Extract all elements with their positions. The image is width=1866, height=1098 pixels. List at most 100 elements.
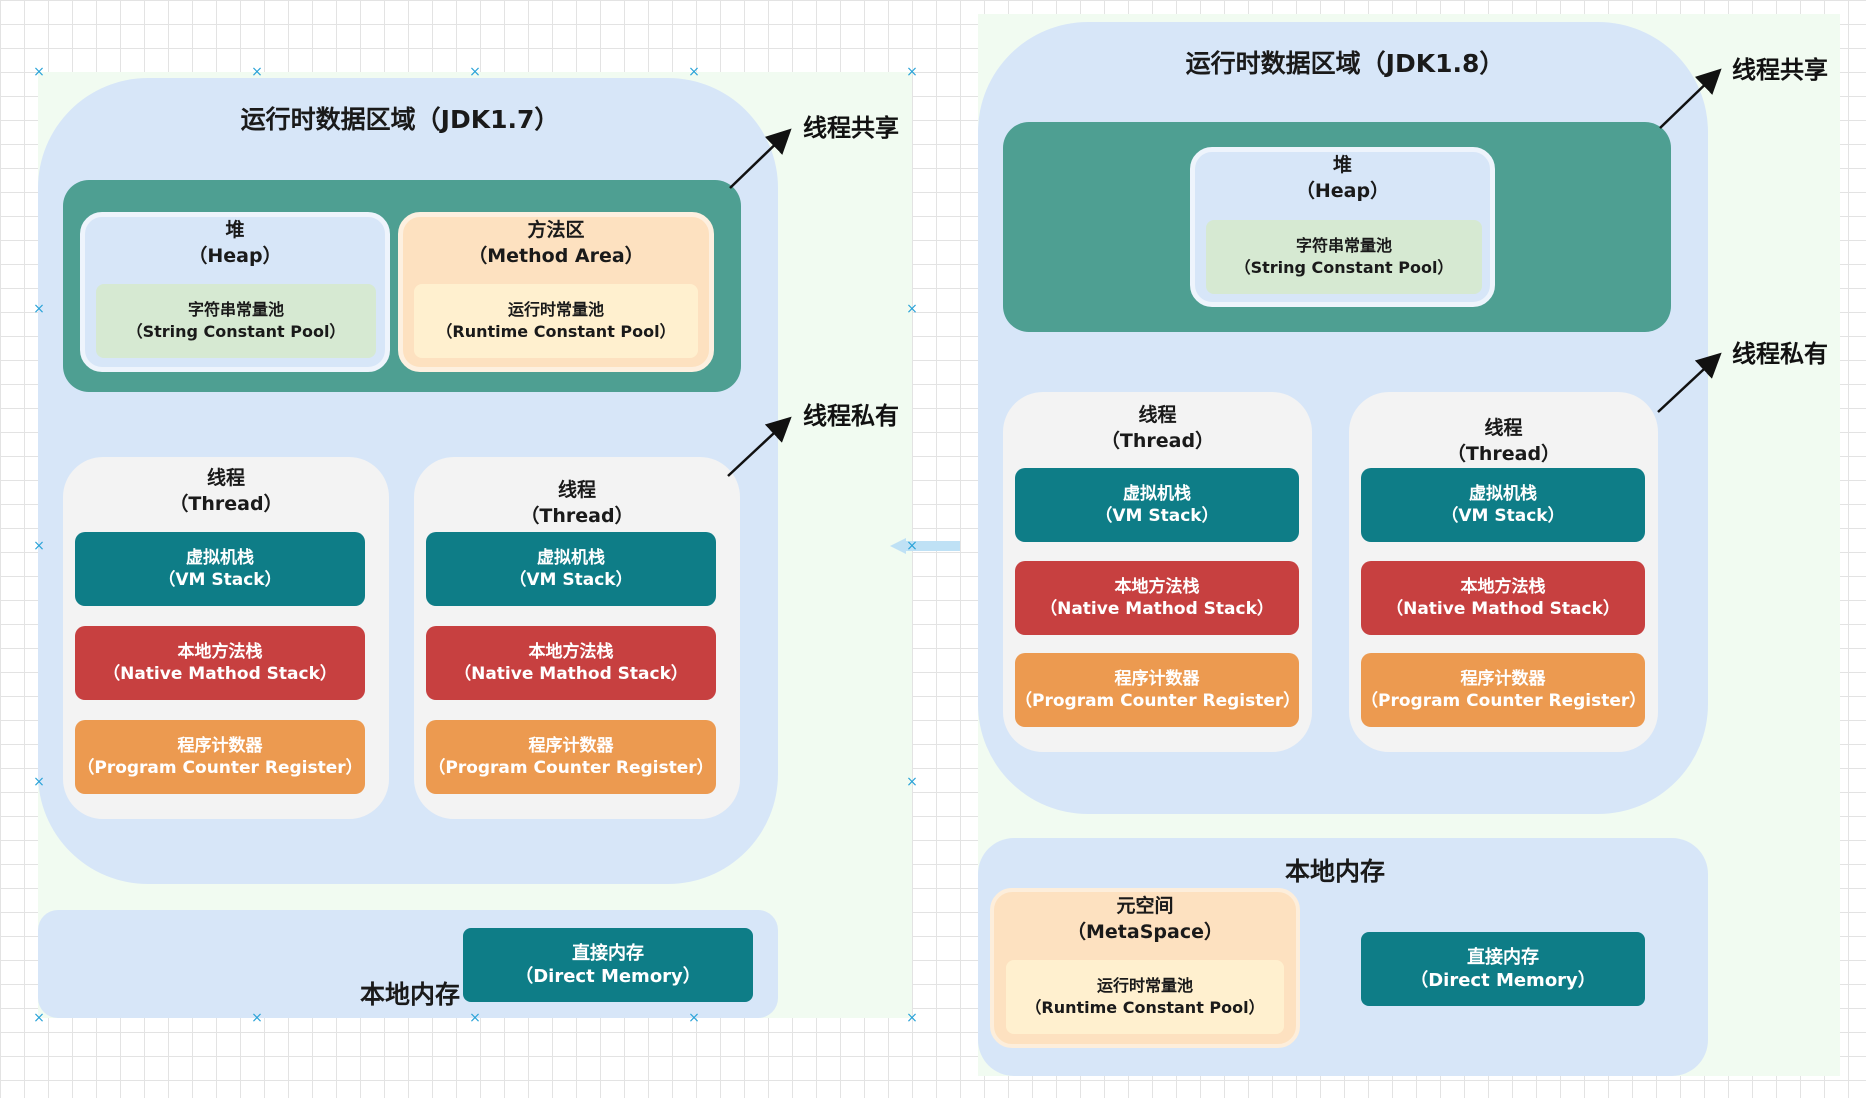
jdk18-metaspace-title: 元空间	[1116, 895, 1174, 918]
jdk18-native-memory-title: 本地内存	[1284, 857, 1385, 886]
jdk17-thread-2-vm-subtitle: （VM Stack）	[509, 570, 633, 590]
jdk18-thread-1-vm-stack: 虚拟机栈 （VM Stack）	[1015, 468, 1299, 542]
jdk18-thread-2-native-title: 本地方法栈	[1460, 576, 1546, 597]
jdk17-thread-1-pc-subtitle: （Program Counter Register）	[77, 758, 363, 778]
jdk17-heap-title: 堆	[225, 219, 245, 242]
jdk17-thread-2-subtitle: （Thread）	[520, 505, 634, 527]
jdk17-thread-2-native-subtitle: （Native Mathod Stack）	[454, 664, 688, 684]
jdk18-thread-2-vm-stack: 虚拟机栈 （VM Stack）	[1361, 468, 1645, 542]
jdk18-shared-arrow	[1659, 68, 1722, 129]
jdk17-thread-2-label: 线程 （Thread）	[414, 478, 740, 530]
jdk17-heap-subtitle: （Heap）	[188, 245, 282, 267]
jdk17-string-pool-subtitle: （String Constant Pool）	[126, 322, 346, 341]
jdk17-thread-1-title: 线程	[206, 467, 245, 490]
jdk18-string-constant-pool: 字符串常量池 （String Constant Pool）	[1206, 220, 1482, 294]
jdk17-thread-2-native-title: 本地方法栈	[528, 641, 614, 662]
jdk17-thread-1-native-title: 本地方法栈	[177, 641, 263, 662]
jdk18-runtime-title: 运行时数据区域（JDK1.8）	[1185, 49, 1505, 78]
jdk17-thread-1-pc-title: 程序计数器	[177, 735, 263, 756]
jdk18-heap-label: 堆 （Heap）	[1190, 153, 1495, 205]
selection-handle-icon[interactable]: ×	[251, 1010, 263, 1026]
jdk17-string-pool-title: 字符串常量池	[187, 300, 284, 320]
jdk18-thread-1-subtitle: （Thread）	[1100, 430, 1215, 452]
jdk18-direct-memory-title: 直接内存	[1467, 946, 1539, 968]
jdk18-direct-memory-subtitle: （Direct Memory）	[1410, 970, 1596, 991]
jdk18-thread-2-subtitle: （Thread）	[1446, 443, 1561, 465]
jdk17-heap-label: 堆 （Heap）	[80, 218, 390, 270]
jdk17-label-private: 线程私有	[803, 402, 899, 430]
jdk18-thread-1-native-title: 本地方法栈	[1114, 576, 1200, 597]
jdk18-thread-2-vm-subtitle: （VM Stack）	[1441, 506, 1565, 526]
selection-handle-icon[interactable]: ×	[906, 538, 918, 554]
jdk18-direct-memory: 直接内存 （Direct Memory）	[1361, 932, 1645, 1006]
selection-handle-icon[interactable]: ×	[469, 1010, 481, 1026]
jdk17-thread-1-native-stack: 本地方法栈 （Native Mathod Stack）	[75, 626, 365, 700]
selection-connector-arrowhead	[890, 538, 906, 554]
jdk18-private-arrow	[1657, 352, 1722, 413]
jdk17-method-area-title: 方法区	[527, 219, 585, 242]
jdk18-thread-1-native-subtitle: （Native Mathod Stack）	[1040, 599, 1274, 619]
jdk17-direct-memory-title: 直接内存	[572, 942, 644, 964]
jdk17-thread-1-native-subtitle: （Native Mathod Stack）	[103, 664, 337, 684]
jdk18-string-pool-title: 字符串常量池	[1295, 236, 1392, 256]
jdk18-thread-2-program-counter: 程序计数器 （Program Counter Register）	[1361, 653, 1647, 727]
jdk17-thread-1-subtitle: （Thread）	[169, 493, 283, 515]
jdk17-thread-2-pc-title: 程序计数器	[528, 735, 614, 756]
selection-handle-icon[interactable]: ×	[469, 64, 481, 80]
jdk18-thread-2-pc-title: 程序计数器	[1460, 668, 1546, 689]
jdk18-thread-1-native-stack: 本地方法栈 （Native Mathod Stack）	[1015, 561, 1299, 635]
jdk17-thread-2-vm-title: 虚拟机栈	[537, 547, 605, 568]
jdk17-thread-2-pc-subtitle: （Program Counter Register）	[428, 758, 714, 778]
jdk17-thread-2-native-stack: 本地方法栈 （Native Mathod Stack）	[426, 626, 716, 700]
jdk18-thread-2-native-stack: 本地方法栈 （Native Mathod Stack）	[1361, 561, 1645, 635]
jdk17-string-constant-pool: 字符串常量池 （String Constant Pool）	[96, 284, 376, 358]
jdk18-label-shared: 线程共享	[1732, 56, 1828, 84]
jdk18-thread-2-title: 线程	[1484, 417, 1523, 440]
jdk18-label-private: 线程私有	[1732, 340, 1828, 368]
jdk18-thread-2-label: 线程 （Thread）	[1349, 416, 1658, 468]
jdk18-thread-2-pc-subtitle: （Program Counter Register）	[1361, 691, 1647, 711]
selection-handle-icon[interactable]: ×	[906, 64, 918, 80]
jdk18-metaspace-label: 元空间 （MetaSpace）	[990, 894, 1300, 946]
jdk18-thread-1-title: 线程	[1138, 404, 1177, 427]
jdk17-thread-2-title: 线程	[557, 479, 596, 502]
jdk18-thread-1-vm-subtitle: （VM Stack）	[1095, 506, 1219, 526]
jdk17-runtime-pool-title: 运行时常量池	[507, 300, 604, 320]
jdk18-thread-1-label: 线程 （Thread）	[1003, 403, 1312, 455]
jdk18-thread-1-pc-subtitle: （Program Counter Register）	[1015, 691, 1301, 711]
selection-handle-icon[interactable]: ×	[688, 1010, 700, 1026]
jdk18-heap-subtitle: （Heap）	[1295, 180, 1390, 202]
jdk18-thread-1-program-counter: 程序计数器 （Program Counter Register）	[1015, 653, 1301, 727]
jdk17-native-memory-title: 本地内存	[359, 980, 460, 1009]
jdk17-runtime-constant-pool: 运行时常量池 （Runtime Constant Pool）	[414, 284, 698, 358]
jdk17-runtime-title: 运行时数据区域（JDK1.7）	[240, 105, 560, 134]
selection-handle-icon[interactable]: ×	[906, 1010, 918, 1026]
jdk17-label-shared: 线程共享	[803, 114, 899, 142]
jdk17-shared-arrow	[729, 128, 792, 189]
jdk18-thread-2-vm-title: 虚拟机栈	[1469, 483, 1537, 504]
jdk18-runtime-constant-pool: 运行时常量池 （Runtime Constant Pool）	[1006, 960, 1284, 1034]
jdk17-thread-2-program-counter: 程序计数器 （Program Counter Register）	[426, 720, 716, 794]
jdk17-thread-1-label: 线程 （Thread）	[63, 466, 389, 518]
selection-handle-icon[interactable]: ×	[33, 1010, 45, 1026]
jdk17-thread-1-program-counter: 程序计数器 （Program Counter Register）	[75, 720, 365, 794]
selection-handle-icon[interactable]: ×	[251, 64, 263, 80]
jdk18-runtime-pool-title: 运行时常量池	[1096, 976, 1193, 996]
selection-handle-icon[interactable]: ×	[33, 64, 45, 80]
jdk18-metaspace-subtitle: （MetaSpace）	[1067, 921, 1223, 943]
selection-handle-icon[interactable]: ×	[688, 64, 700, 80]
jdk17-direct-memory-subtitle: （Direct Memory）	[515, 966, 701, 987]
jdk18-runtime-pool-subtitle: （Runtime Constant Pool）	[1025, 998, 1265, 1017]
selection-handle-icon[interactable]: ×	[906, 774, 918, 790]
selection-handle-icon[interactable]: ×	[33, 538, 45, 554]
jdk18-thread-1-vm-title: 虚拟机栈	[1123, 483, 1191, 504]
jdk17-thread-2-vm-stack: 虚拟机栈 （VM Stack）	[426, 532, 716, 606]
selection-handle-icon[interactable]: ×	[33, 774, 45, 790]
selection-handle-icon[interactable]: ×	[33, 301, 45, 317]
jdk18-thread-2-native-subtitle: （Native Mathod Stack）	[1386, 599, 1620, 619]
jdk18-thread-1-pc-title: 程序计数器	[1114, 668, 1200, 689]
jdk17-method-area-label: 方法区 （Method Area）	[398, 218, 714, 270]
selection-handle-icon[interactable]: ×	[906, 301, 918, 317]
jdk18-string-pool-subtitle: （String Constant Pool）	[1234, 258, 1454, 277]
